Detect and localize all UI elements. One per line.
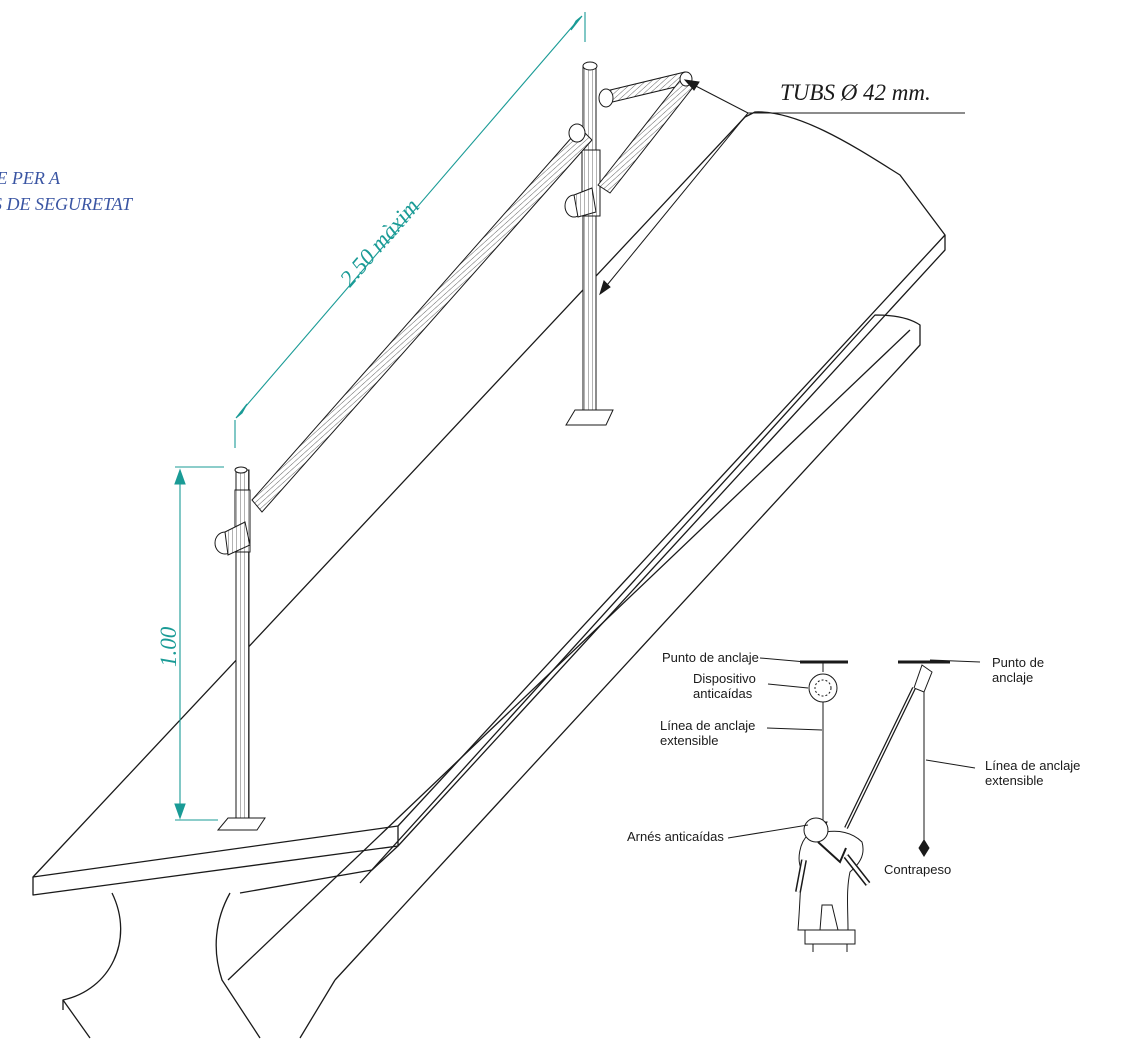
height-label: 1.00 (156, 626, 181, 667)
anchor-label-line2: CINTURONS DE SEGURETAT (0, 194, 134, 214)
anchor-line-left-label-1: Línea de anclaje (660, 718, 755, 733)
height-dimension (174, 466, 224, 821)
anchor-label-line1: ANCORATGE PER A (0, 168, 61, 188)
rail-couplers (214, 71, 693, 556)
anchor-point-right-label-2: anclaje (992, 670, 1033, 685)
span-label: 2.50 màxim (335, 194, 424, 291)
fall-device-label-2: anticaídas (693, 686, 753, 701)
fall-device-label-1: Dispositivo (693, 671, 756, 686)
anchor-point-left-label: Punto de anclaje (662, 650, 759, 665)
counterweight-label: Contrapeso (884, 862, 951, 877)
rear-post (565, 61, 614, 426)
fall-arrest-inset (727, 657, 981, 952)
anchor-line-right-label-2: extensible (985, 773, 1044, 788)
tube-label: TUBS Ø 42 mm. (780, 80, 931, 105)
tube-leader (599, 79, 965, 296)
inset-labels: Punto de anclaje Dispositivo anticaídas … (627, 650, 1080, 877)
anchor-point-right-label-1: Punto de (992, 655, 1044, 670)
harness-label: Arnés anticaídas (627, 829, 724, 844)
concrete-beam (32, 111, 946, 1039)
anchor-line-left-label-2: extensible (660, 733, 719, 748)
anchor-line-right-label-1: Línea de anclaje (985, 758, 1080, 773)
span-dimension (234, 12, 586, 448)
